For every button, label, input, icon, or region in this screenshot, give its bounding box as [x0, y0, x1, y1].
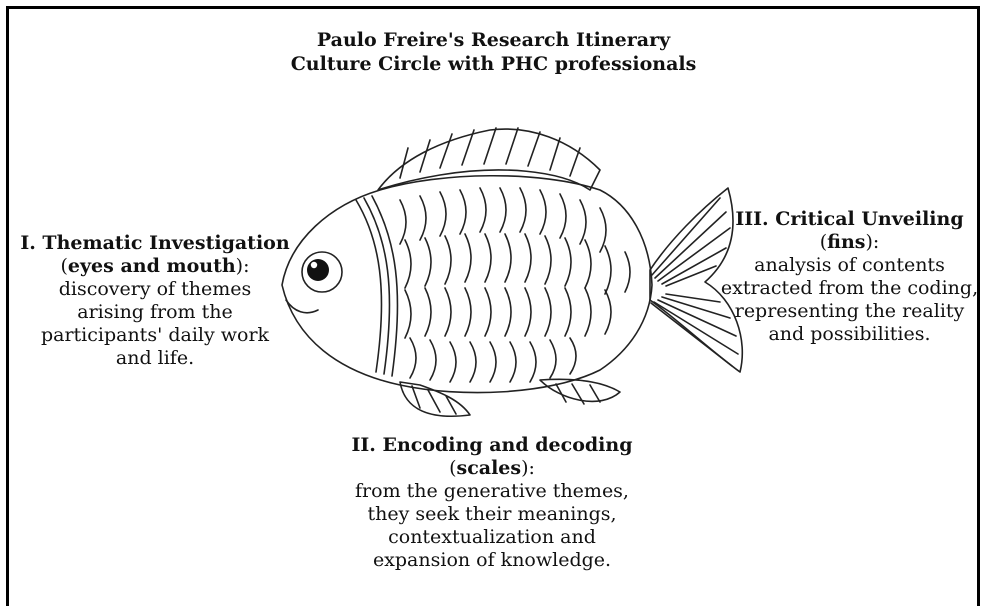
stage-1-part-line: (eyes and mouth):	[10, 255, 300, 278]
stage-2-text-2: they seek their meanings,	[322, 503, 662, 526]
stage-2-heading: II. Encoding and decoding	[322, 434, 662, 457]
eye-highlight	[311, 262, 317, 268]
stage-1-text-3: participants' daily work	[10, 324, 300, 347]
stage-1-text-4: and life.	[10, 347, 300, 370]
stage-1-text-2: arising from the	[10, 301, 300, 324]
stage-encoding-decoding: II. Encoding and decoding (scales): from…	[322, 434, 662, 572]
stage-2-text-3: contextualization and	[322, 526, 662, 549]
stage-critical-unveiling: III. Critical Unveiling (fins): analysis…	[712, 208, 987, 346]
stage-3-part: fins	[827, 231, 865, 253]
stage-3-text-4: and possibilities.	[712, 323, 987, 346]
stage-2-text-1: from the generative themes,	[322, 480, 662, 503]
stage-1-text-1: discovery of themes	[10, 278, 300, 301]
stage-thematic-investigation: I. Thematic Investigation (eyes and mout…	[10, 232, 300, 370]
stage-3-text-1: analysis of contents	[712, 254, 987, 277]
stage-2-part-line: (scales):	[322, 457, 662, 480]
stage-1-heading: I. Thematic Investigation	[10, 232, 300, 255]
stage-1-part: eyes and mouth	[68, 255, 236, 277]
stage-3-text-2: extracted from the coding,	[712, 277, 987, 300]
stage-3-heading: III. Critical Unveiling	[712, 208, 987, 231]
stage-2-part: scales	[457, 457, 522, 479]
stage-3-part-line: (fins):	[712, 231, 987, 254]
stage-3-text-3: representing the reality	[712, 300, 987, 323]
scales	[400, 188, 630, 382]
stage-2-text-4: expansion of knowledge.	[322, 549, 662, 572]
eye-pupil	[307, 259, 329, 281]
